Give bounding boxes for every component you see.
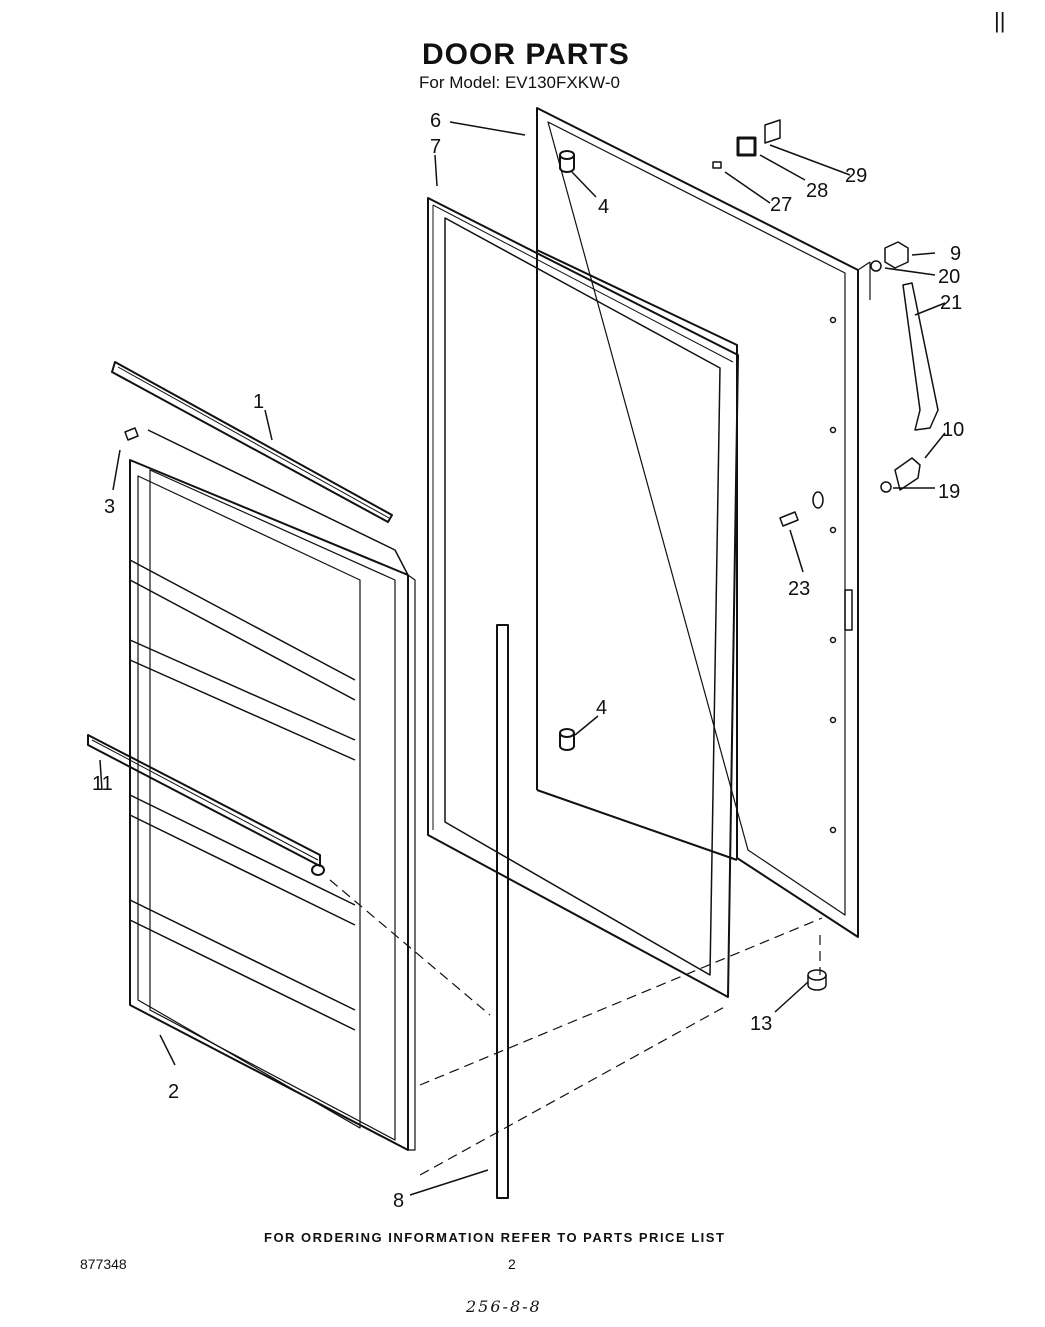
breaker-strip bbox=[496, 624, 509, 1199]
model-subtitle: For Model: EV130FXKW-0 bbox=[419, 73, 620, 92]
door-bar bbox=[87, 734, 325, 876]
callout-8: 8 bbox=[393, 1190, 404, 1212]
callout-9: 9 bbox=[950, 243, 961, 265]
small-hardware-parts bbox=[124, 119, 939, 991]
callout-3: 3 bbox=[104, 496, 115, 518]
callout-28: 28 bbox=[806, 180, 828, 202]
callout-13: 13 bbox=[750, 1013, 772, 1035]
callout-10: 10 bbox=[942, 419, 964, 441]
callout-11: 11 bbox=[92, 773, 113, 795]
callout-4b: 4 bbox=[596, 697, 607, 719]
callout-1: 1 bbox=[253, 391, 264, 413]
callout-6: 6 bbox=[430, 110, 441, 132]
callout-19: 19 bbox=[938, 481, 960, 503]
callout-2: 2 bbox=[168, 1081, 179, 1103]
page-number: 2 bbox=[508, 1256, 516, 1272]
callout-4a: 4 bbox=[598, 196, 609, 218]
alignment-lines bbox=[329, 879, 823, 1176]
callout-labels: 1 2 3 4 4 6 7 8 9 10 11 13 19 20 21 23 2… bbox=[92, 110, 964, 1212]
ordering-note: FOR ORDERING INFORMATION REFER TO PARTS … bbox=[264, 1230, 726, 1245]
top-trim-strip bbox=[111, 361, 393, 523]
callout-23: 23 bbox=[788, 578, 810, 600]
door-outer-panel bbox=[536, 107, 871, 938]
door-gasket-frame bbox=[427, 197, 739, 998]
corner-mark: || bbox=[994, 8, 1006, 33]
callout-29: 29 bbox=[845, 165, 867, 187]
handwritten-note: 256-8-8 bbox=[466, 1297, 542, 1316]
page-title: DOOR PARTS bbox=[422, 38, 630, 71]
document-number: 877348 bbox=[80, 1256, 127, 1272]
leader-lines bbox=[99, 121, 946, 1196]
callout-21: 21 bbox=[940, 292, 962, 314]
inner-door-liner bbox=[129, 429, 416, 1151]
callout-7: 7 bbox=[430, 136, 441, 158]
callout-20: 20 bbox=[938, 266, 960, 288]
callout-27: 27 bbox=[770, 194, 792, 216]
